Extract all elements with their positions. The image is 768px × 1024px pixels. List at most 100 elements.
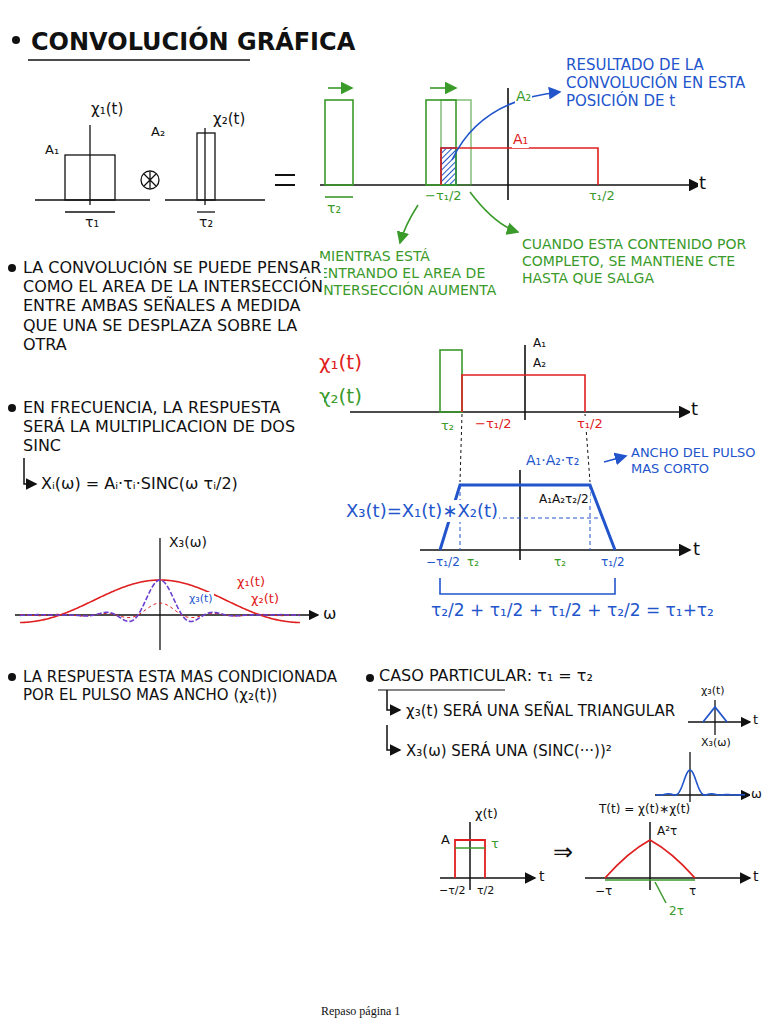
note-label: A₁·A₂·τ₂: [525, 452, 580, 469]
note-label: 2τ: [668, 904, 685, 918]
drawing-stroke: [144, 172, 156, 188]
drawing-stroke: [65, 211, 115, 212]
note-label: MIENTRAS ESTÁ ENTRANDO EL AREA DE INTERS…: [318, 248, 500, 298]
note-label: ω: [750, 786, 763, 802]
note-label: −τ: [594, 884, 613, 898]
drawing-stroke: [28, 59, 250, 61]
drawing-stroke: [400, 205, 418, 243]
drawing-stroke: [524, 345, 526, 420]
drawing-stroke: [197, 133, 215, 200]
drawing-stroke: [204, 128, 205, 205]
drawing-stroke: [656, 770, 745, 795]
drawing-stroke: [455, 847, 485, 849]
note-label: t: [698, 172, 707, 194]
note-label: χ₂(t): [318, 384, 363, 408]
note-label: CUANDO ESTA CONTENIDO POR COMPLETO, SE M…: [521, 236, 763, 286]
drawing-stroke: [275, 184, 295, 186]
note-label: τ: [688, 884, 697, 898]
note-label: CASO PARTICULAR: τ₁ = τ₂: [378, 666, 594, 685]
drawing-stroke: [15, 538, 318, 650]
drawing-stroke: [440, 822, 750, 903]
drawing-stroke: [366, 674, 374, 682]
note-label: A₁A₂τ₂/2: [538, 492, 590, 506]
note-label: t: [752, 712, 759, 728]
note-label: A₁: [44, 142, 60, 158]
drawing-stroke: [12, 36, 20, 44]
note-label: T(t) = χ(t)∗χ(t): [598, 802, 691, 816]
note-label: EN FRECUENCIA, LA RESPUESTA SERÁ LA MULT…: [22, 398, 324, 456]
note-label: t: [752, 868, 760, 885]
note-label: τ₁/2: [576, 416, 604, 432]
note-label: τ₁/2: [600, 555, 626, 569]
note-label: t: [692, 538, 701, 560]
note-label: X₃(t)=X₁(t)∗X₂(t): [345, 500, 499, 522]
note-label: A₂: [515, 88, 532, 105]
note-label: χ₃(t) SERÁ UNA SEÑAL TRIANGULAR: [405, 702, 676, 720]
note-label: τ₂: [553, 555, 567, 569]
note-label: χ₁(t): [318, 350, 363, 374]
page-caption: Repaso página 1: [320, 1004, 401, 1018]
drawing-stroke: [689, 752, 690, 805]
drawing-stroke: [197, 211, 215, 212]
drawing-stroke: [605, 840, 695, 878]
note-label: A: [440, 832, 451, 848]
page-title: CONVOLUCIÓN GRÁFICA: [30, 28, 356, 57]
note-label: −τ₁/2: [474, 416, 513, 432]
note-label: τ₂: [326, 200, 342, 217]
drawing-stroke: [605, 879, 695, 881]
drawing-stroke: [8, 404, 16, 412]
note-label: τ₂: [466, 555, 480, 569]
drawing-stroke: [378, 689, 505, 690]
note-label: χ₂(t): [250, 591, 280, 607]
drawing-stroke: [325, 100, 353, 185]
drawing-stroke: [325, 196, 353, 198]
drawing-stroke: [387, 725, 400, 750]
note-label: χ₂(t): [212, 110, 246, 128]
drawing-stroke: [387, 690, 400, 710]
note-label: τ₁: [84, 214, 100, 231]
note-label: X₃(ω) SERÁ UNA (SINC(···))²: [405, 742, 613, 760]
note-label: −τ₁/2: [425, 555, 461, 569]
drawing-stroke: [320, 88, 700, 243]
note-label: t: [690, 398, 699, 420]
drawing-stroke: [320, 184, 700, 186]
drawing-stroke: [460, 414, 462, 482]
drawing-stroke: [430, 87, 456, 89]
drawing-stroke: [350, 411, 690, 413]
note-label: χ₃(t): [700, 684, 726, 697]
drawing-stroke: [440, 578, 615, 594]
note-label: τ/2: [476, 884, 495, 897]
note-label: A₁: [532, 336, 547, 350]
note-label: −τ₁/2: [424, 188, 463, 204]
drawing-stroke: [462, 375, 585, 412]
note-label: X₃(ω): [700, 736, 732, 749]
drawing-stroke: [452, 92, 560, 160]
note-label: ω: [322, 604, 337, 623]
drawing-stroke: [420, 456, 690, 594]
note-label: LA CONVOLUCIÓN SE PUEDE PENSAR COMO EL A…: [22, 258, 324, 354]
note-label: Xᵢ(ω) = Aᵢ·τᵢ·SINC(ω τᵢ/2): [40, 474, 239, 493]
drawing-stroke: [455, 840, 485, 878]
drawing-stroke: [441, 148, 456, 185]
note-label: A₂: [532, 356, 547, 370]
drawing-stroke: [469, 822, 471, 890]
note-label: ANCHO DEL PULSO MAS CORTO: [630, 445, 757, 476]
note-label: LA RESPUESTA ESTA MAS CONDICIONADA POR E…: [22, 668, 344, 704]
drawing-stroke: [89, 125, 90, 205]
drawing-stroke: [275, 174, 295, 176]
note-label: A₂: [150, 124, 166, 140]
drawing-stroke: [35, 125, 295, 212]
note-label: τ₁/2: [588, 188, 616, 204]
drawing-stroke: [703, 707, 727, 722]
note-label: ⇒: [552, 838, 574, 867]
drawing-stroke: [328, 87, 352, 89]
drawing-stroke: [65, 155, 115, 200]
note-label: RESULTADO DE LA CONVOLUCIÓN EN ESTA POSI…: [565, 56, 747, 110]
note-label: A²τ: [656, 824, 678, 838]
note-label: τ₂/2 + τ₁/2 + τ₁/2 + τ₂/2 = τ₁+τ₂: [430, 600, 715, 620]
drawing-stroke: [441, 148, 598, 185]
note-label: A₁: [512, 131, 529, 148]
drawing-stroke: [159, 538, 160, 650]
note-label: χ₁(t): [236, 574, 266, 590]
drawing-stroke: [8, 264, 16, 272]
